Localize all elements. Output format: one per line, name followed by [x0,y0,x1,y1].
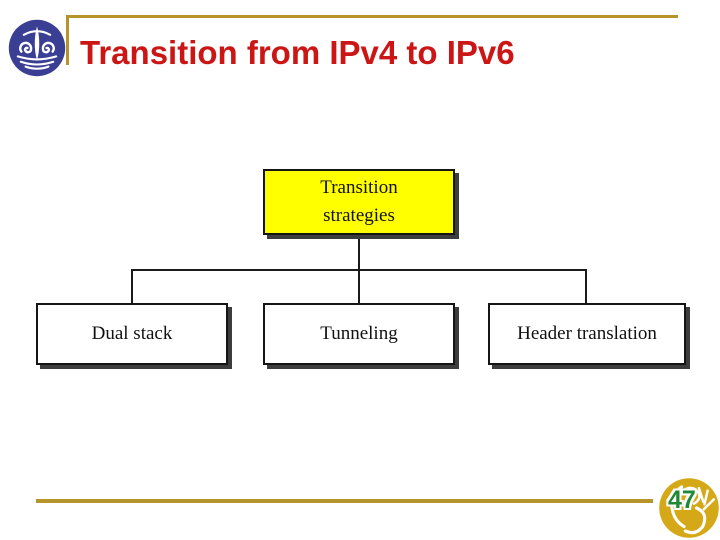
connector-bus-to-dual-stack [131,269,133,303]
footer-rule [36,499,653,503]
diagram-node-label: Tunneling [320,323,398,344]
connector-bus-to-header-translation [585,269,587,303]
slide-title: Transition from IPv4 to IPv6 [80,34,515,71]
diagram-node-tunneling: Tunneling [263,303,455,365]
title-top-rule [66,15,678,18]
diagram-node-transition-strategies: Transition strategies [263,169,455,235]
diagram-node-label: Header translation [517,323,657,344]
title-left-rule [66,15,69,65]
university-emblem-icon [7,18,67,78]
diagram-node-label: Dual stack [91,323,173,344]
university-seal-icon [658,477,720,539]
diagram-node-label: Transition strategies [320,177,398,226]
connector-horizontal-bus [131,269,587,271]
page-number: 47 [668,486,696,514]
diagram-node-header-translation: Header translation [488,303,686,365]
diagram-node-dual-stack: Dual stack [36,303,228,365]
